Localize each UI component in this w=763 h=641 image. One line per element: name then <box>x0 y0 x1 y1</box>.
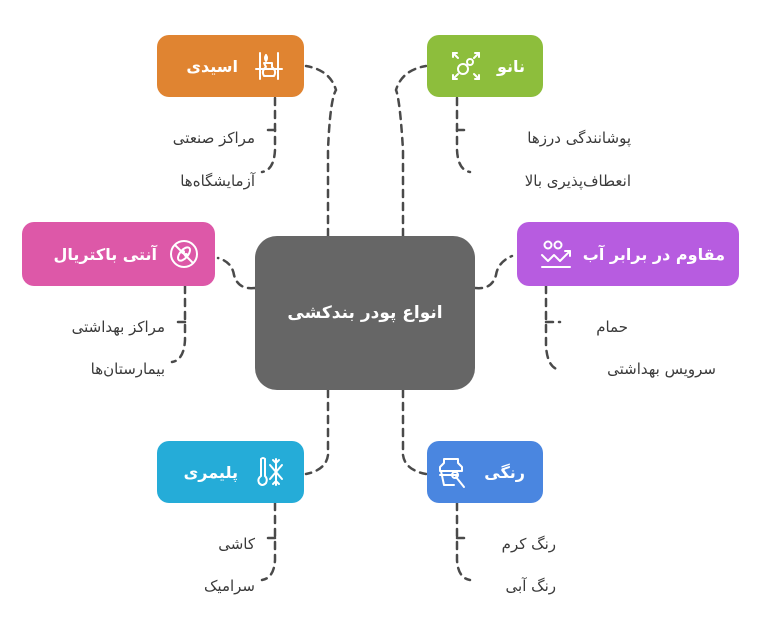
leaf-antibacterial-2: بیمارستان‌ها <box>90 360 165 378</box>
branch-polymer: پلیمری <box>157 441 304 503</box>
center-label: انواع پودر بندکشی <box>287 303 443 323</box>
leaf-polymer-2: سرامیک <box>204 577 255 595</box>
leaf-acidic-2: آزمایشگاه‌ها <box>180 172 255 190</box>
branch-label: مقاوم در برابر آب <box>582 244 725 264</box>
leaf-nano-2: انعطاف‌پذیری بالا <box>524 172 631 190</box>
branch-acidic: اسیدی <box>157 35 304 97</box>
thermometer-snowflake-icon <box>252 455 286 489</box>
branch-label: رنگی <box>484 462 525 482</box>
leaf-waterproof-1: حمام <box>596 318 628 336</box>
leaf-antibacterial-1: مراکز بهداشتی <box>71 318 165 336</box>
leaf-colored-2: رنگ آبی <box>505 577 556 595</box>
leaf-polymer-1: کاشی <box>218 535 255 553</box>
branch-label: آنتی باکتریال <box>53 244 157 264</box>
water-drops-waves-icon <box>539 237 573 271</box>
leaf-waterproof-2: سرویس بهداشتی <box>607 360 716 378</box>
leaf-nano-1: پوشانندگی درزها <box>527 129 631 147</box>
branch-nano: نانو <box>427 35 543 97</box>
leaf-acidic-1: مراکز صنعتی <box>172 129 255 147</box>
branch-label: پلیمری <box>183 462 238 482</box>
branch-colored: رنگی <box>427 441 543 503</box>
no-bacteria-icon <box>167 237 201 271</box>
branch-label: نانو <box>496 56 525 76</box>
branch-label: اسیدی <box>186 56 238 76</box>
flask-burner-icon <box>252 49 286 83</box>
branch-antibacterial: آنتی باکتریال <box>22 222 215 286</box>
leaf-colored-1: رنگ کرم <box>501 535 556 553</box>
nano-molecule-expand-icon <box>449 49 483 83</box>
branch-waterproof: مقاوم در برابر آب <box>517 222 739 286</box>
paint-jar-brush-icon <box>436 455 470 489</box>
center-node: انواع پودر بندکشی <box>255 236 475 390</box>
